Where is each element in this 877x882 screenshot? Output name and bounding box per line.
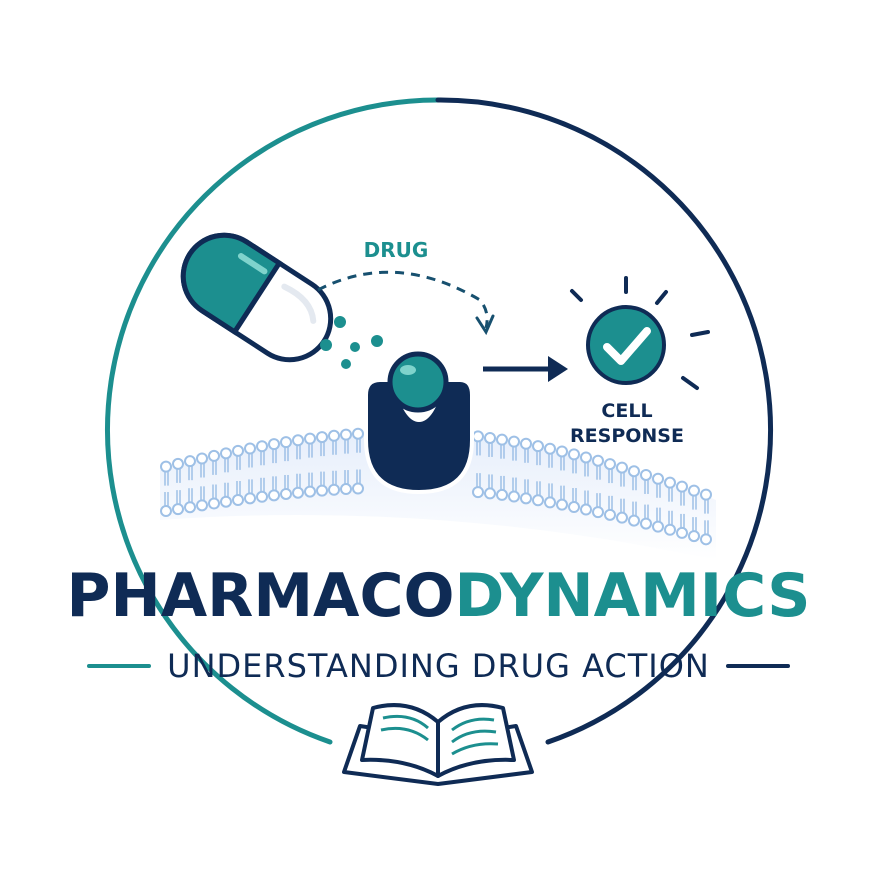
membrane-head [256,490,268,503]
membrane-head [604,458,616,471]
membrane-head [232,493,244,506]
membrane-head [592,454,604,467]
membrane-head [568,448,580,461]
membrane-head [544,496,556,509]
membrane-bottom-layer [160,469,712,546]
title-part-pharmaco: PHARMACO [66,561,455,631]
outer-ring-right [435,97,774,745]
membrane-head [184,501,196,514]
membrane-head [508,490,520,503]
subtitle-row: UNDERSTANDING DRUG ACTION [0,646,877,686]
response-arrow [483,356,568,382]
membrane-head [568,501,580,514]
membrane-head [316,431,328,444]
membrane-head [220,495,232,508]
subtitle-rule-left [87,664,152,668]
membrane-head [496,488,508,501]
check-badge-icon [570,276,710,390]
membrane-head [628,514,640,527]
receptor-icon [364,351,474,495]
membrane-head [532,494,544,507]
membrane-head [340,428,352,441]
drug-molecule [387,351,449,413]
response-label: RESPONSE [570,425,684,447]
membrane-head [352,482,364,495]
title-part-dynamics: DYNAMICS [454,561,811,631]
membrane-head [484,431,496,444]
subtitle-rule-right [725,664,790,668]
membrane-head [184,455,196,468]
membrane-head [664,476,676,489]
membrane-head [652,472,664,485]
membrane-head [304,432,316,445]
membrane-head [640,517,652,530]
membrane-head [208,449,220,462]
membrane-head [676,526,688,539]
membrane-head [172,457,184,470]
membrane-head [472,486,484,499]
membrane-head [472,430,484,443]
membrane-head [580,451,592,464]
membrane-head [268,438,280,451]
membrane-head [244,442,256,455]
membrane-head [328,483,340,496]
open-book-icon [342,703,534,786]
membrane-head [256,440,268,453]
page-title: PHARMACODYNAMICS [0,556,877,636]
membrane-head [196,499,208,512]
membrane-head [592,506,604,519]
membrane-head [580,503,592,516]
membrane-head [544,442,556,455]
membrane-head [640,468,652,481]
membrane-head [172,503,184,516]
membrane-head [508,435,520,448]
membrane-head [616,511,628,524]
membrane-head [304,485,316,498]
membrane-head [292,434,304,447]
dashed-arrow [317,270,495,336]
membrane-head [484,487,496,500]
membrane-head [292,486,304,499]
membrane-head [604,508,616,521]
membrane-head [280,487,292,500]
membrane-head [352,427,364,440]
membrane-head [532,440,544,453]
drug-label: DRUG [364,238,429,262]
membrane-head [220,447,232,460]
membrane-head [316,484,328,497]
membrane-head [340,483,352,496]
membrane-head [280,436,292,449]
membrane-head [556,498,568,511]
membrane-head [208,497,220,510]
capsule-pill-icon [180,232,334,363]
membrane-head [160,505,172,518]
membrane-head [328,429,340,442]
membrane-head [268,489,280,502]
membrane-head [520,492,532,505]
cell-label: CELL [601,400,652,422]
membrane-head [556,445,568,458]
subtitle: UNDERSTANDING DRUG ACTION [167,647,710,685]
membrane-head [700,488,712,501]
membrane-head [520,437,532,450]
membrane-head [196,452,208,465]
membrane-head [700,533,712,546]
membrane-head [652,520,664,533]
membrane-head [664,523,676,536]
outer-ring-left [105,97,441,745]
membrane-head [160,460,172,473]
membrane-head [232,444,244,457]
cell-membrane [160,427,716,560]
membrane-head [628,465,640,478]
membrane-head [244,492,256,505]
membrane-head [688,484,700,497]
membrane-head [688,530,700,543]
membrane-head [496,433,508,446]
membrane-head [616,461,628,474]
membrane-head [676,480,688,493]
drug-particles [320,316,383,369]
membrane-top-layer [160,427,712,514]
